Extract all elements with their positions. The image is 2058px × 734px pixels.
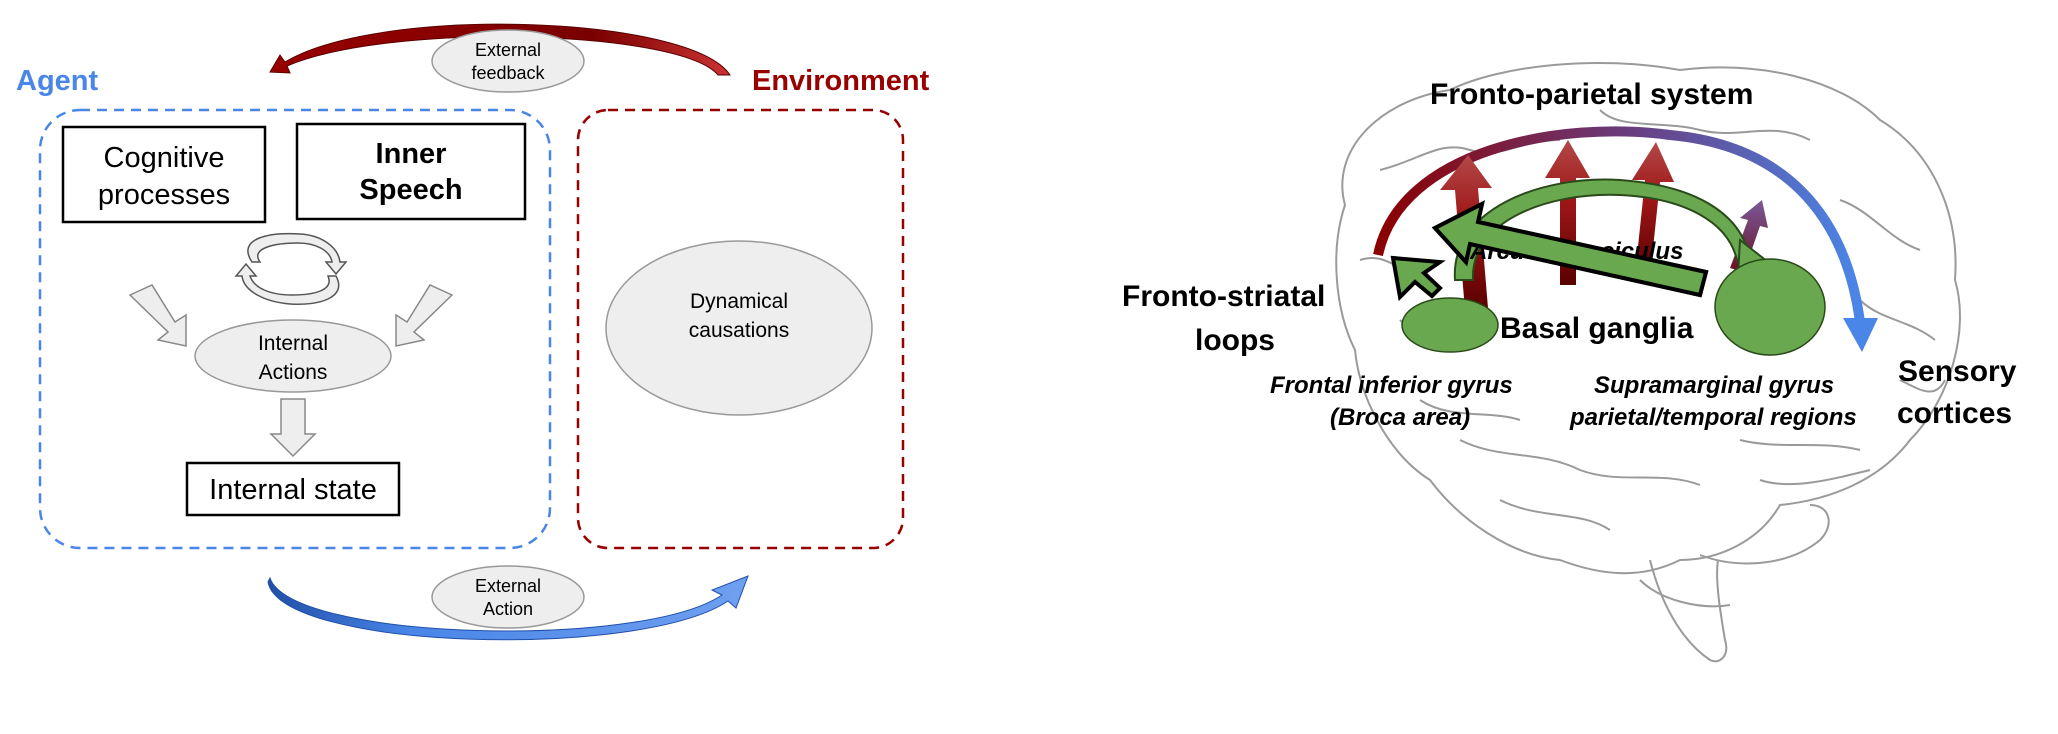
cycle-arrows-icon xyxy=(234,232,348,306)
cognitive-processes-box xyxy=(61,125,267,224)
fronto-striatal-loops-label-line2: loops xyxy=(1195,324,1275,357)
external-action-ellipse xyxy=(431,565,585,629)
cognitive-processes-label-line1: Cognitive xyxy=(104,142,225,174)
frontal-inferior-gyrus-label-line1: Frontal inferior gyrus xyxy=(1270,372,1513,399)
internal-actions-ellipse xyxy=(194,319,392,393)
internal-actions-label-line2: Actions xyxy=(259,361,328,384)
brain-diagram: Arcuate fasciculus Fronto-parietal syste… xyxy=(1122,61,2017,663)
agent-label: Agent xyxy=(16,65,99,97)
external-feedback-label-line2: feedback xyxy=(471,63,545,83)
inner-speech-box xyxy=(295,122,527,221)
dynamical-causations-ellipse xyxy=(605,240,873,416)
external-feedback-label-line1: External xyxy=(475,40,541,60)
environment-box xyxy=(576,108,905,550)
environment-label: Environment xyxy=(752,65,930,97)
agent-environment-diagram: External feedback Agent Environment Cogn… xyxy=(16,23,930,641)
internal-state-box xyxy=(185,461,401,517)
frontal-inferior-gyrus-label-line2: (Broca area) xyxy=(1330,404,1470,431)
green-straight-arrow-overlay xyxy=(1431,200,1709,298)
external-action-label-line2: Action xyxy=(483,599,533,619)
inner-speech-label-line1: Inner xyxy=(376,138,447,170)
brain-illustration xyxy=(1335,61,1961,663)
external-action-label-line1: External xyxy=(475,576,541,596)
fronto-parietal-system-label: Fronto-parietal system xyxy=(1430,78,1753,111)
inner-speech-label-line2: Speech xyxy=(359,174,462,206)
fronto-striatal-loops-label-line1: Fronto-striatal xyxy=(1122,280,1325,313)
internal-state-label: Internal state xyxy=(209,474,377,506)
arrow-cognitive-to-actions xyxy=(128,284,187,347)
dynamical-causations-label-line2: causations xyxy=(689,319,789,342)
agent-box xyxy=(38,108,552,550)
external-feedback-arrow xyxy=(269,23,731,76)
internal-actions-label-line1: Internal xyxy=(258,332,328,355)
basal-ganglia-label: Basal ganglia xyxy=(1500,312,1694,345)
sensory-cortices-label-line1: Sensory xyxy=(1898,355,2017,388)
arrow-speech-to-actions xyxy=(395,284,454,347)
dynamical-causations-label-line1: Dynamical xyxy=(690,290,788,313)
sensory-cortices-label-line2: cortices xyxy=(1897,397,2012,430)
left-basal-ganglia-ellipse xyxy=(1401,297,1499,353)
supramarginal-gyrus-label-line1: Supramarginal gyrus xyxy=(1594,372,1834,399)
green-small-arrowhead xyxy=(1390,255,1446,302)
external-action-arrow xyxy=(267,575,749,641)
fronto-parietal-arc xyxy=(1373,126,1878,352)
cognitive-processes-label-line2: processes xyxy=(98,179,230,211)
supramarginal-gyrus-label-line2: parietal/temporal regions xyxy=(1569,404,1857,431)
external-feedback-ellipse xyxy=(431,29,585,93)
arrow-actions-to-state xyxy=(269,398,317,458)
right-basal-ganglia-ellipse xyxy=(1714,258,1826,356)
